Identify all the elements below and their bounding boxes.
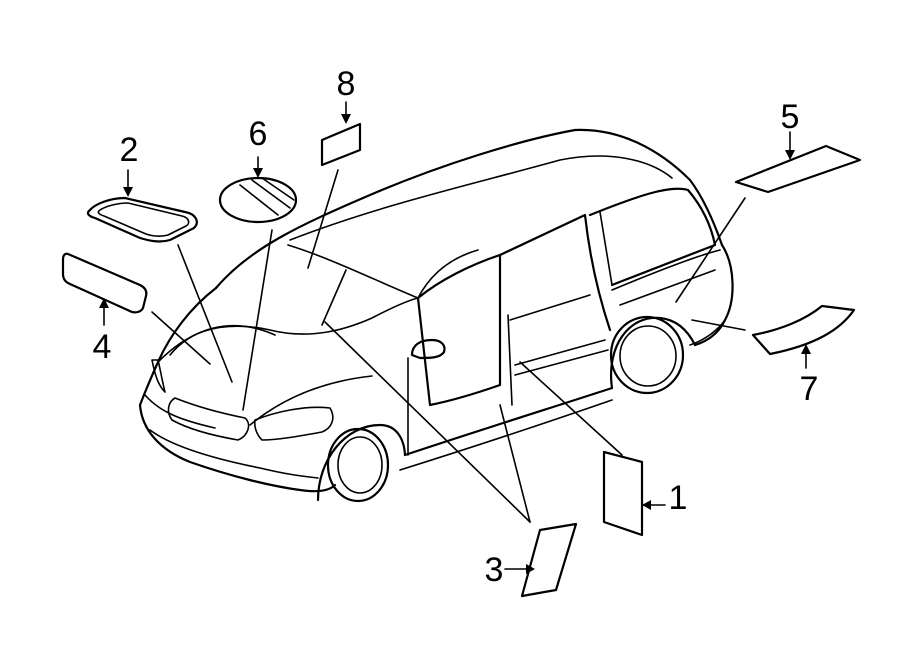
- part-2-label[interactable]: [86, 169, 198, 243]
- leader-lines: [151, 169, 746, 523]
- part-5-label[interactable]: [734, 131, 862, 194]
- part-8-label[interactable]: [320, 101, 362, 167]
- part-1-label[interactable]: [602, 450, 666, 537]
- part-4-label[interactable]: [61, 252, 148, 326]
- minivan-outline: [138, 128, 734, 503]
- callout-5: 5: [780, 98, 800, 136]
- callout-4: 4: [92, 328, 112, 366]
- callout-8: 8: [336, 65, 356, 103]
- part-6-label[interactable]: [218, 156, 298, 224]
- callout-1: 1: [668, 479, 688, 517]
- callout-2: 2: [119, 131, 139, 169]
- callout-6: 6: [248, 115, 268, 153]
- part-3-label[interactable]: [504, 522, 578, 598]
- callout-7: 7: [799, 370, 819, 408]
- callout-3: 3: [484, 551, 504, 589]
- part-7-label[interactable]: [751, 304, 856, 369]
